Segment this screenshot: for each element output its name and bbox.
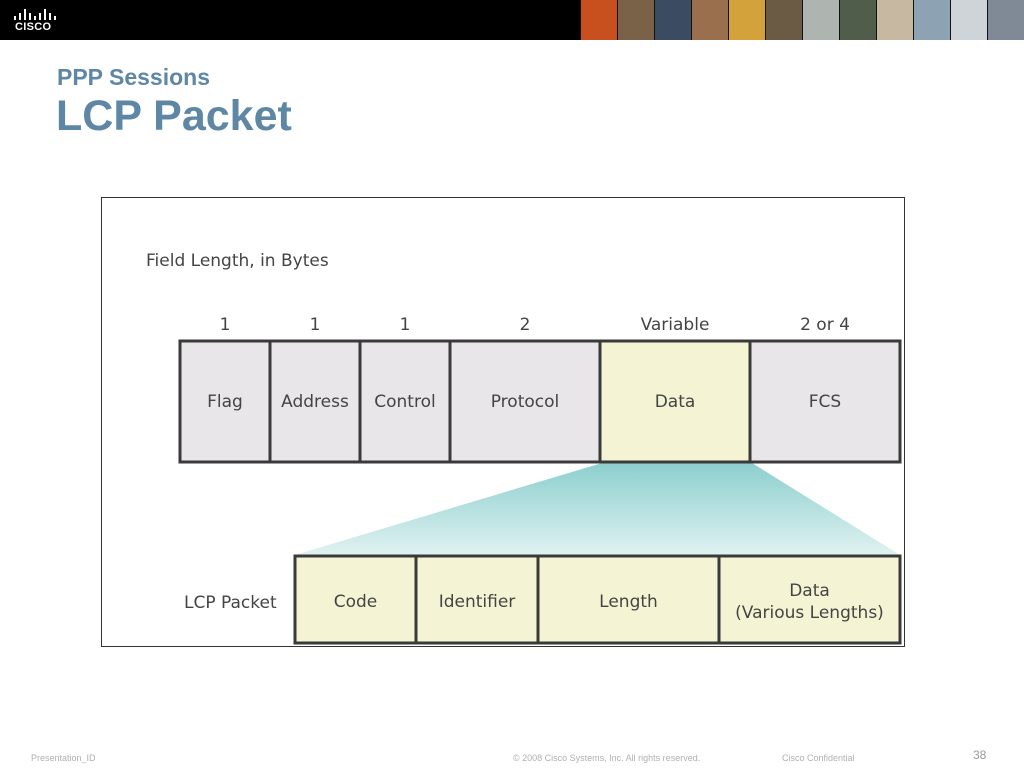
header-photo: [913, 0, 950, 40]
lcp-field-box: [414, 554, 540, 645]
header-banner: CISCO: [0, 0, 1024, 40]
ppp-field-length: Variable: [641, 315, 710, 335]
ppp-field-label: Flag: [207, 392, 243, 412]
ppp-field-box: [178, 339, 272, 464]
lcp-field-label: Data: [789, 581, 830, 601]
ppp-field-box: [598, 339, 752, 464]
page-number: 38: [973, 748, 987, 762]
lcp-field-label: Code: [334, 592, 378, 612]
ppp-field-label: FCS: [809, 392, 841, 412]
ppp-field-length: 1: [220, 315, 231, 335]
ppp-field-label: Address: [281, 392, 349, 412]
header-photo: [654, 0, 691, 40]
lcp-field-label: Length: [599, 592, 658, 612]
slide-title: LCP Packet: [56, 92, 292, 140]
slide-subtitle: PPP Sessions: [57, 64, 210, 90]
lcp-field-sublabel: (Various Lengths): [735, 603, 884, 623]
lcp-packet-row: Code Identifier Length Data(Various Lengths…: [293, 554, 902, 645]
header-photo: [580, 0, 617, 40]
expansion-fan: [295, 463, 900, 555]
lcp-field-box: [717, 554, 902, 645]
header-photo: [691, 0, 728, 40]
confidential-label: Cisco Confidential: [782, 753, 855, 763]
header-photo: [950, 0, 987, 40]
lcp-field-label: Identifier: [439, 592, 516, 612]
ppp-field-length: 2: [520, 315, 531, 335]
lcp-field-box: [293, 554, 418, 645]
ppp-field-length: 2 or 4: [800, 315, 850, 335]
header-photo: [802, 0, 839, 40]
photo-strip: [580, 0, 1024, 40]
header-photo: [617, 0, 654, 40]
ppp-field-box: [268, 339, 362, 464]
header-photo: [839, 0, 876, 40]
header-photo: [987, 0, 1024, 40]
header-photo: [728, 0, 765, 40]
header-photo: [765, 0, 802, 40]
ppp-field-label: Data: [655, 392, 696, 412]
ppp-field-length: 1: [400, 315, 411, 335]
ppp-field-label: Protocol: [491, 392, 560, 412]
presentation-id: Presentation_ID: [31, 753, 96, 763]
cisco-bridge-icon: [14, 8, 58, 20]
lcp-field-box: [536, 554, 721, 645]
ppp-field-length: 1: [310, 315, 321, 335]
ppp-field-box: [358, 339, 452, 464]
header-photo: [876, 0, 913, 40]
lcp-packet-label: LCP Packet: [184, 593, 277, 613]
ppp-field-label: Control: [374, 392, 435, 412]
logo-wordmark: CISCO: [15, 21, 52, 33]
copyright-notice: © 2008 Cisco Systems, Inc. All rights re…: [513, 753, 701, 763]
field-length-label: Field Length, in Bytes: [146, 251, 329, 271]
ppp-field-box: [748, 339, 902, 464]
cisco-logo: CISCO: [12, 6, 60, 34]
